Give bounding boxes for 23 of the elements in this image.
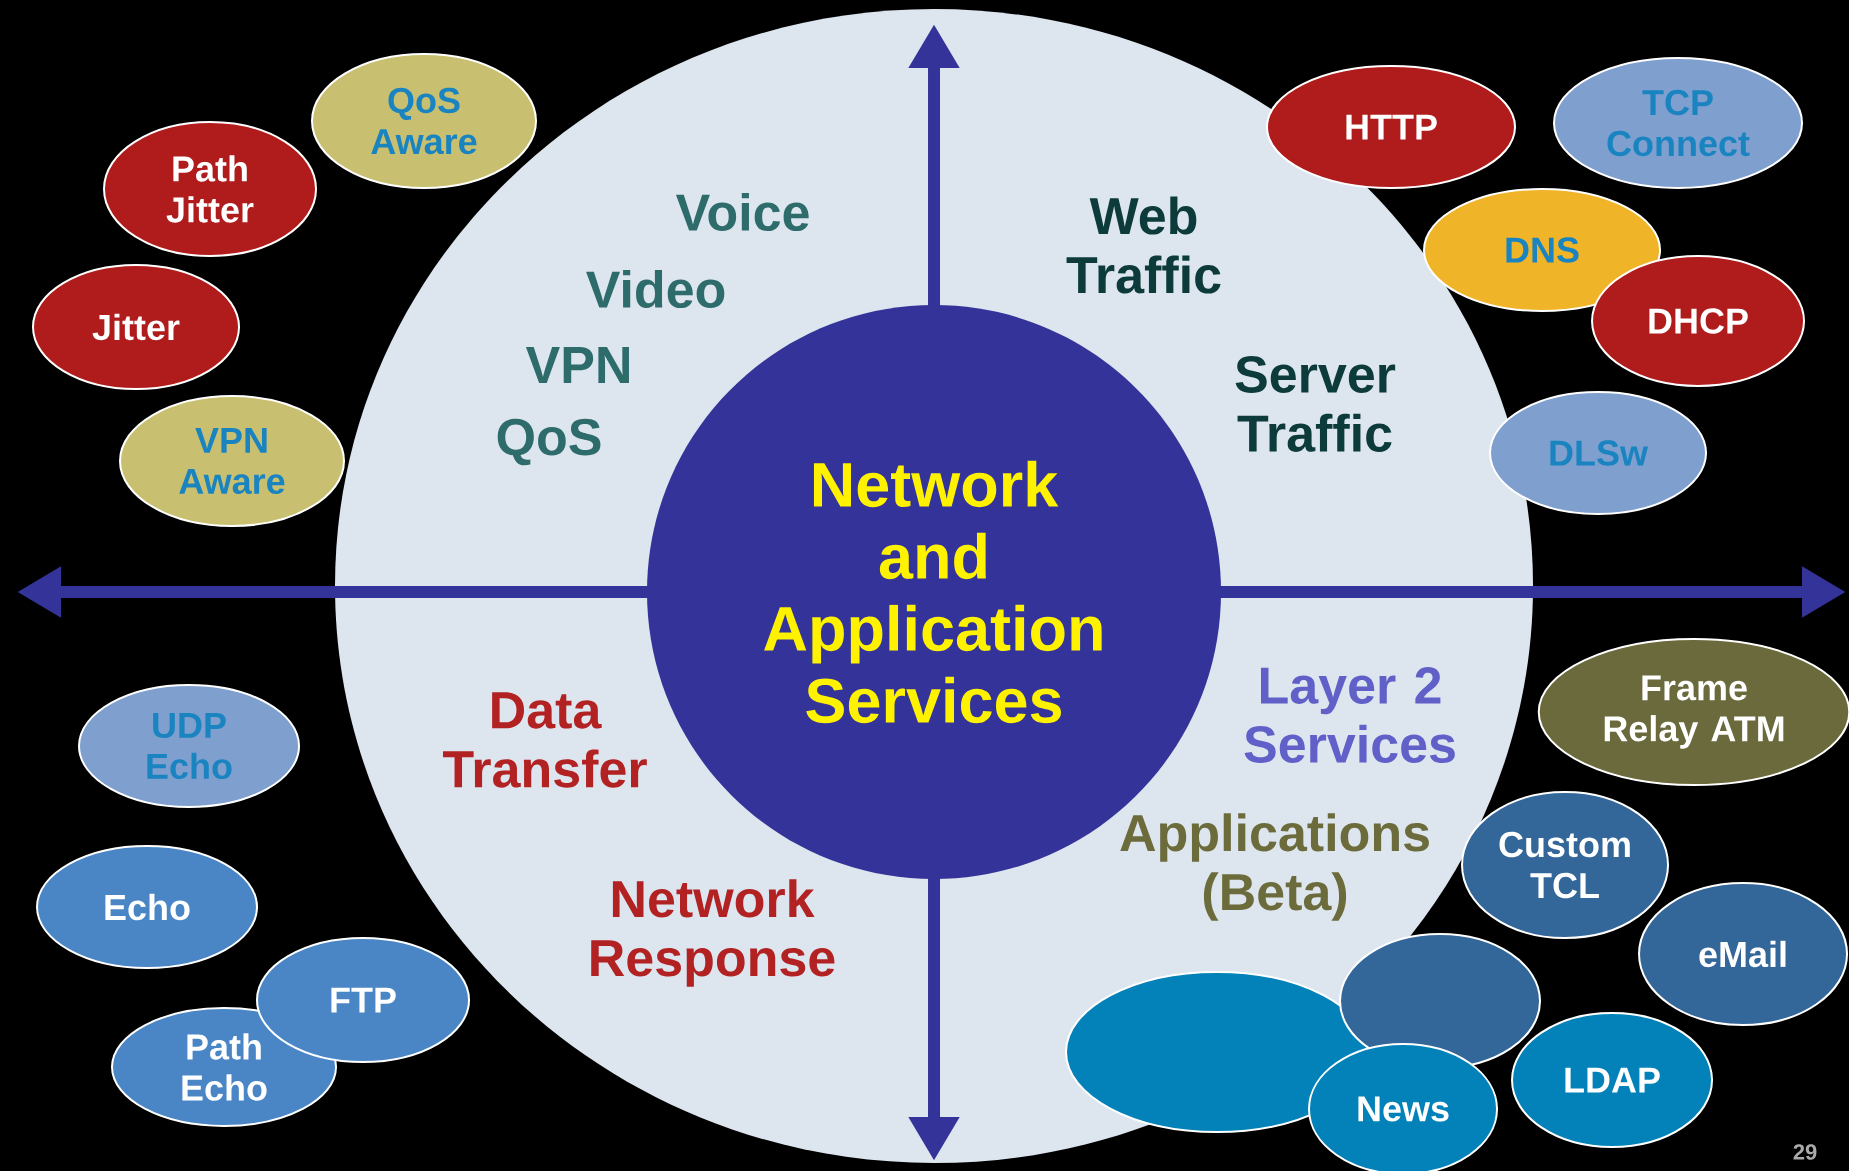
oval-label: News [1308, 1043, 1498, 1171]
oval-label: Jitter [32, 264, 240, 390]
oval-label: HTTP [1266, 65, 1516, 189]
page-number: 29 [1793, 1144, 1817, 1160]
oval-label: Custom TCL [1461, 791, 1669, 939]
oval-label: DLSw [1489, 391, 1707, 515]
category-label: Network Response [591, 879, 835, 987]
category-label: QoS [497, 418, 601, 466]
oval-label: UDP Echo [78, 684, 300, 808]
oval-label: TCP Connect [1553, 57, 1803, 189]
category-label: Layer 2 Services [1244, 667, 1455, 763]
oval-label: eMail [1638, 882, 1848, 1026]
category-label: Web Traffic [1066, 196, 1221, 294]
oval-label: LDAP [1511, 1012, 1713, 1148]
oval-label: Echo [36, 845, 258, 969]
category-label: Voice [675, 192, 809, 232]
oval-label: VPN Aware [119, 395, 345, 527]
category-label: Data Transfer [443, 692, 647, 788]
oval-label: DHCP [1591, 255, 1805, 387]
oval-label: QoS Aware [311, 53, 537, 189]
category-label: Server Traffic [1235, 356, 1396, 452]
oval-label: Frame Relay ATM [1537, 638, 1849, 786]
oval-label: Path Jitter [103, 121, 317, 257]
